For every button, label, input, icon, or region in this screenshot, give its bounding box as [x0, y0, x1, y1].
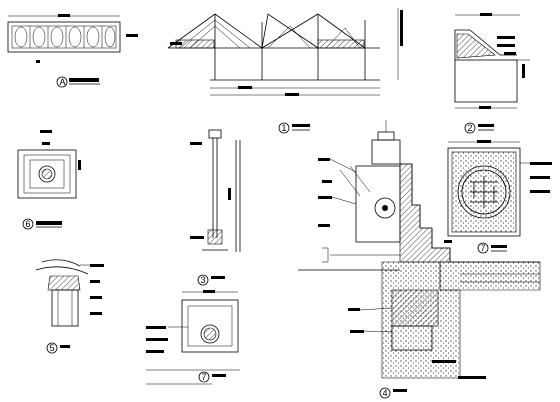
detail-7-medallion-panel — [447, 140, 552, 237]
marker-1-text: 1 — [282, 123, 287, 133]
marker-7-right: 7 — [477, 242, 507, 254]
marker-3-text: 3 — [201, 275, 206, 285]
marker-6-text: 6 — [26, 219, 31, 229]
marker-7-bottom-text: 7 — [202, 372, 207, 382]
detail-6-base-plan — [17, 130, 81, 199]
marker-5: 5 — [46, 342, 70, 354]
marker-2-text: 2 — [468, 123, 473, 133]
marker-A: A — [56, 76, 100, 88]
marker-2: 2 — [464, 122, 494, 134]
marker-1: 1 — [278, 122, 310, 134]
retaining-wall-section — [298, 120, 541, 379]
detail-5-ornament-section — [35, 259, 104, 327]
marker-4-text: 4 — [383, 388, 388, 398]
detail-1-canopy-elevation — [167, 8, 403, 96]
marker-5-text: 5 — [50, 343, 55, 353]
detail-3-post-elevation — [190, 129, 241, 252]
detail-2-bench-section — [454, 13, 530, 109]
marker-3: 3 — [197, 274, 225, 286]
marker-4: 4 — [379, 387, 407, 399]
marker-7-bottom: 7 — [198, 371, 226, 383]
detail-7-base-plan — [146, 290, 240, 385]
marker-6: 6 — [22, 218, 62, 230]
marker-a-text: A — [60, 77, 66, 87]
marker-7-right-text: 7 — [481, 243, 486, 253]
detail-a-elevation — [7, 14, 138, 63]
